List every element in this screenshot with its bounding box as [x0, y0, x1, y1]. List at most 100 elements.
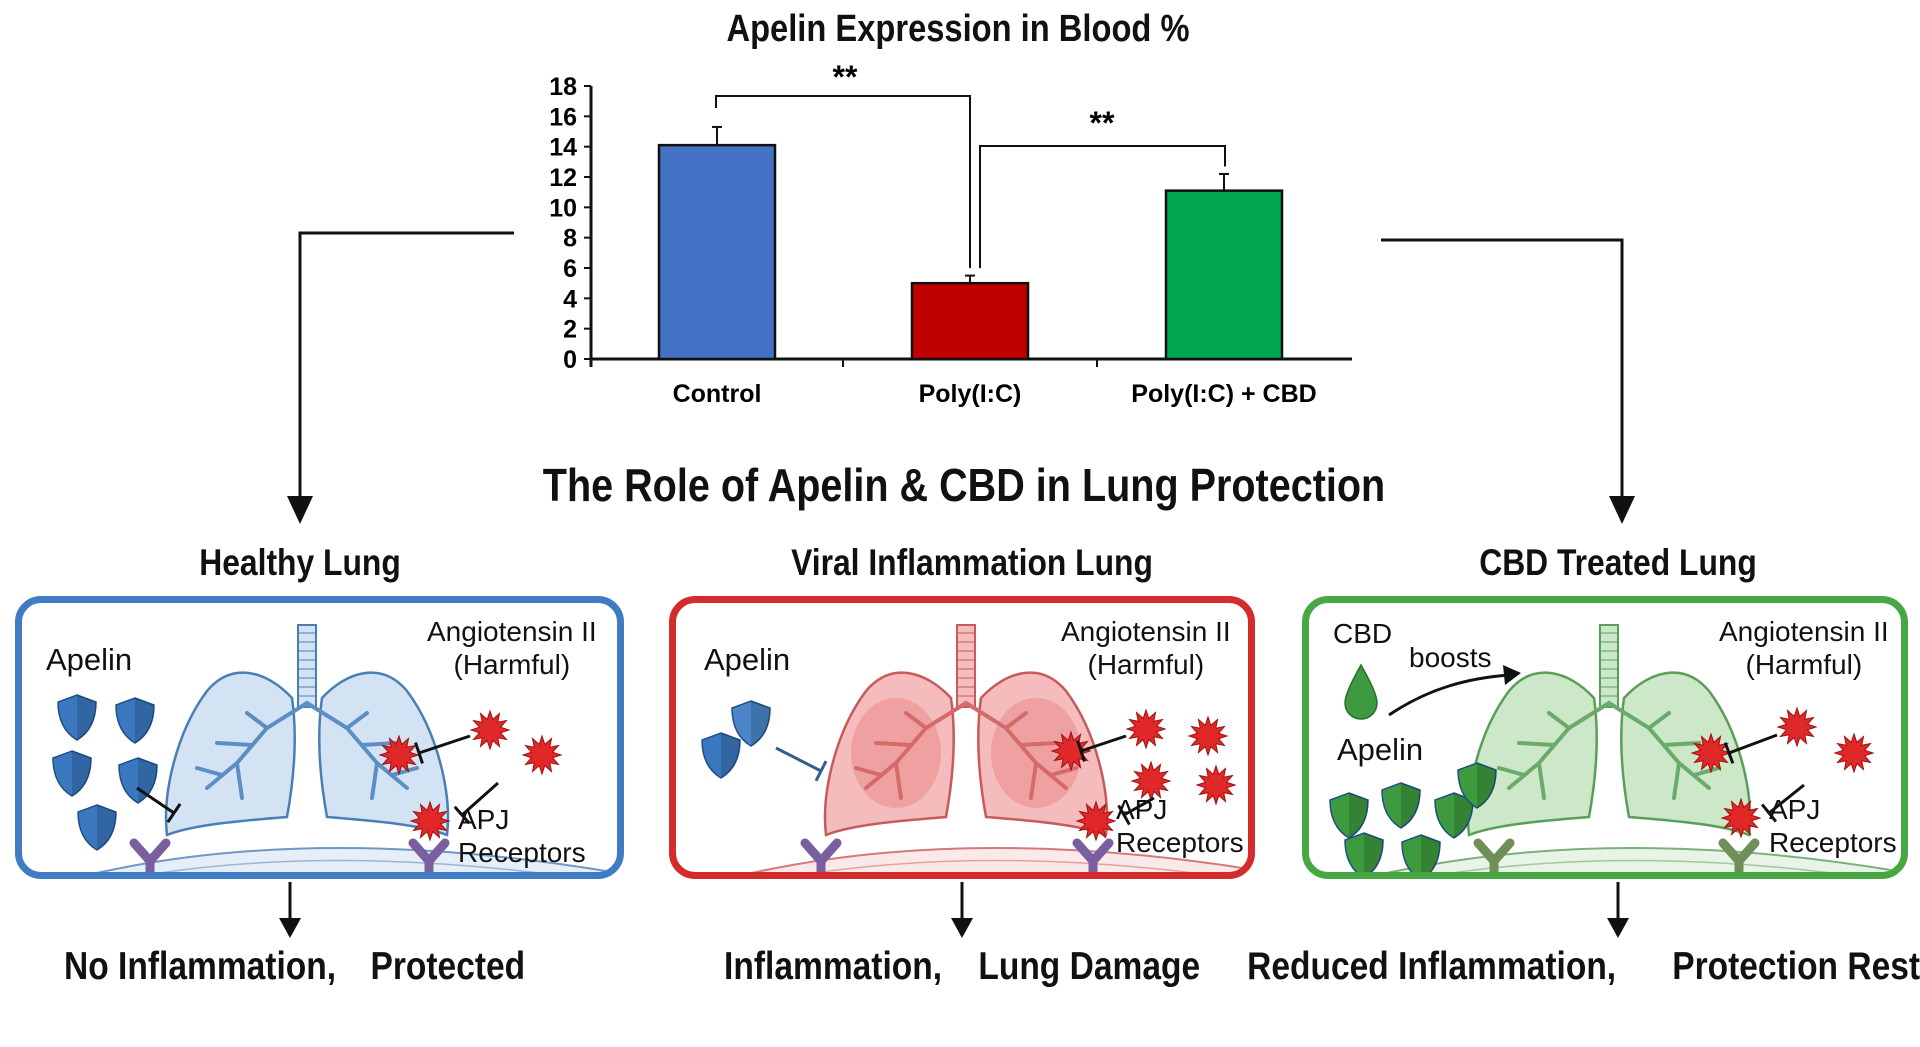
y-tick-label: 14: [549, 134, 577, 162]
angiotensin-star-icon: [521, 734, 563, 776]
arrow-down-icon: [1609, 496, 1635, 524]
y-tick-label: 2: [563, 316, 577, 344]
inhibition-line: [1768, 783, 1805, 815]
angiotensin-star-icon: [1776, 706, 1818, 748]
apelin-shield-icon: [77, 804, 117, 851]
angiotensin-label: Angiotensin II(Harmful): [1061, 616, 1231, 680]
apj-receptor-icon: [1718, 838, 1760, 872]
inhibition-bar: [414, 742, 424, 764]
apelin-shield-icon: [115, 697, 155, 744]
y-tick-label: 0: [563, 346, 577, 374]
boost-arrow: [1388, 673, 1510, 717]
bronchi: [195, 701, 419, 800]
lung-illustration: [52, 624, 617, 872]
significance-label: **: [1090, 105, 1115, 141]
angiotensin-star-icon: [1720, 797, 1762, 839]
inhibition-line: [418, 734, 471, 755]
right-lung: [977, 671, 1109, 837]
apelin-shield-icon: [1401, 834, 1441, 872]
significance-bracket: [979, 145, 1226, 269]
right-lung: [1620, 671, 1752, 837]
y-tick-label: 6: [563, 255, 577, 283]
inhibition-bar: [814, 760, 828, 782]
x-tick-label: Poly(I:C): [919, 380, 1022, 408]
bronchi: [1497, 701, 1721, 800]
x-tick-label: Control: [673, 380, 762, 408]
y-tick-label: 8: [563, 225, 577, 253]
outcome-viral: Inflammation,Lung Damage: [724, 945, 1200, 988]
x-tick-label: Poly(I:C) + CBD: [1131, 380, 1316, 408]
bar-0: [657, 143, 777, 361]
arrow-head-icon: [1503, 665, 1521, 685]
connector-left: [287, 231, 514, 524]
apelin-shield-icon: [1457, 762, 1497, 809]
apelin-shield-icon: [1381, 782, 1421, 829]
angiotensin-label: Angiotensin II(Harmful): [1719, 616, 1889, 680]
angiotensin-star-icon: [1130, 760, 1172, 802]
inhibition-bar: [1760, 803, 1778, 823]
apelin-label: Apelin: [704, 642, 791, 677]
y-tick-label: 4: [563, 285, 577, 313]
inhibition-line: [461, 781, 499, 817]
inhibition-line: [1728, 733, 1778, 755]
inhibition-bar: [1076, 740, 1086, 762]
inhibition-bar: [166, 803, 182, 823]
bronchi: [854, 701, 1078, 800]
inhibition-bar: [1117, 804, 1131, 826]
panel-cbd-treated-lung: CBD boosts Apelin Angiotensin II(Harmful…: [1302, 596, 1908, 879]
inhibition-line: [775, 746, 822, 773]
apj-receptor-icon: [129, 838, 171, 872]
left-lung: [1466, 671, 1598, 837]
outcome-cbd: Reduced Inflammation,Protection Restored: [1247, 945, 1920, 988]
apelin-label: Apelin: [46, 642, 133, 677]
significance-bracket: [715, 95, 971, 269]
inhibition-line: [1080, 734, 1127, 753]
angiotensin-star-icon: [409, 800, 451, 842]
trachea: [956, 624, 976, 708]
apelin-shield-icon: [1344, 832, 1384, 872]
panel-title-viral: Viral Inflammation Lung: [791, 542, 1153, 583]
apelin-shield-icon: [52, 750, 92, 797]
apj-receptor-icon: [408, 838, 450, 872]
boosts-label: boosts: [1409, 642, 1492, 673]
apelin-shield-icon: [731, 700, 771, 747]
apelin-shield-icon: [1434, 792, 1474, 839]
apj-receptor-icon: [800, 838, 842, 872]
angiotensin-star-icon: [1075, 800, 1117, 842]
angiotensin-star-icon: [378, 734, 420, 776]
lung-illustration: [701, 624, 1248, 872]
inhibition-bar: [1723, 742, 1735, 764]
apelin-label: Apelin: [1337, 732, 1424, 767]
angiotensin-star-icon: [1690, 732, 1732, 774]
significance-label: **: [833, 59, 858, 95]
main-title: The Role of Apelin & CBD in Lung Protect…: [542, 459, 1386, 511]
angiotensin-star-icon: [1050, 730, 1092, 772]
apelin-shield-icon: [118, 757, 158, 804]
trachea: [297, 624, 317, 708]
angiotensin-label: Angiotensin II(Harmful): [427, 616, 597, 680]
arrow-down-icon: [287, 496, 313, 524]
apj-receptor-icon: [1473, 838, 1515, 872]
left-lung: [823, 671, 955, 837]
y-tick-label: 10: [549, 194, 577, 222]
left-lung: [164, 671, 296, 837]
angiotensin-star-icon: [1125, 708, 1167, 750]
bar-1: [910, 281, 1030, 361]
panel-title-healthy: Healthy Lung: [199, 542, 401, 583]
y-tick-label: 12: [549, 164, 577, 192]
y-tick-label: 18: [549, 73, 577, 101]
lung-illustration: [1329, 624, 1901, 872]
connector-right: [1381, 238, 1635, 524]
outcome-arrows: [279, 882, 1629, 938]
cbd-label: CBD: [1333, 618, 1393, 649]
trachea: [1599, 624, 1619, 708]
apelin-shield-icon: [701, 732, 741, 779]
apj-receptor-icon: [1072, 838, 1114, 872]
angiotensin-star-icon: [1187, 715, 1229, 757]
